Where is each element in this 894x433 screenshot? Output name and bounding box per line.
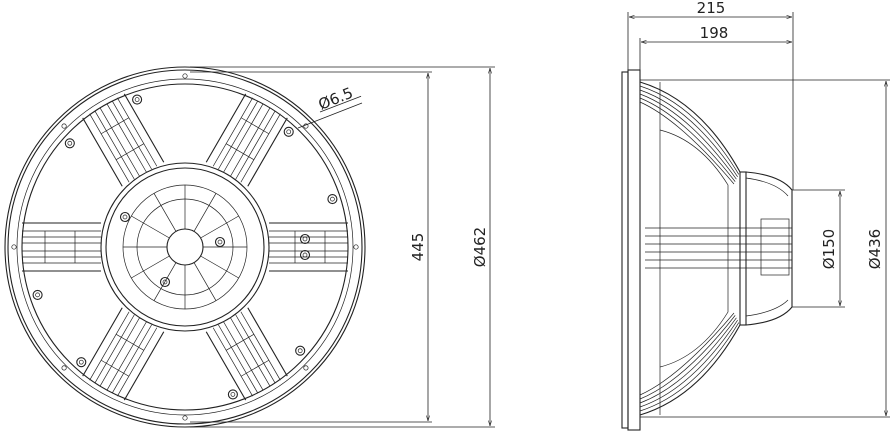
- overall-depth-label: 215: [697, 0, 726, 17]
- baffle-diameter-label: Ø436: [866, 229, 884, 269]
- mounting-circle-label: 445: [409, 233, 427, 262]
- spoke: [22, 222, 348, 272]
- side-view: [621, 69, 793, 431]
- mounting-holes: [11, 73, 359, 421]
- spoke: [82, 93, 288, 401]
- basket-depth-label: 198: [700, 24, 729, 42]
- rim-outer: [4, 66, 366, 428]
- magnet-diameter-label: Ø150: [820, 229, 838, 269]
- hole-diameter-label: Ø6.5: [316, 84, 356, 114]
- spoke: [82, 93, 288, 401]
- side-dimensions: 215 198 Ø150 Ø436: [627, 0, 890, 418]
- outer-diameter-label: Ø462: [471, 227, 489, 267]
- spokes: [22, 93, 348, 401]
- front-view: [4, 66, 366, 428]
- hub: [100, 162, 270, 332]
